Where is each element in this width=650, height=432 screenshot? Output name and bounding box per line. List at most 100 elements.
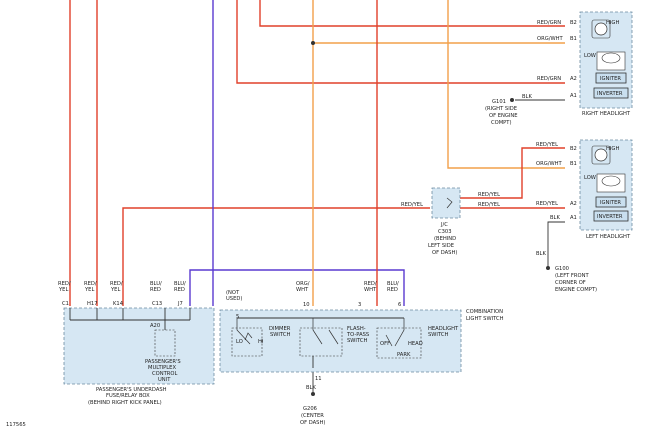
g206-l1: G206 — [303, 406, 317, 412]
g101-l1: G101 — [492, 99, 506, 105]
ground-pin: 11 — [315, 376, 322, 382]
diagram-id: 117565 — [6, 422, 26, 428]
lh-wire-2: ORG/WHT — [536, 161, 562, 167]
cp3: 6 — [398, 302, 401, 308]
cp2: 3 — [358, 302, 361, 308]
cp1: 10 — [303, 302, 310, 308]
rh-pin-a2: A2 — [570, 76, 577, 82]
rh-wire-1: RED/GRN — [537, 20, 561, 26]
fp1: C1 — [62, 301, 69, 307]
combo-caption-2: LIGHT SWITCH — [466, 316, 504, 322]
flash-l2: TO-PASS — [346, 332, 369, 338]
jc-l4: LEFT SIDE — [428, 243, 454, 249]
g101-l4: COMPT) — [491, 120, 512, 126]
rh-pin-b2: B2 — [570, 20, 577, 26]
jc-l5: OF DASH) — [432, 250, 457, 256]
ground-g206-dot — [311, 392, 315, 396]
ground-g101-dot — [510, 98, 514, 102]
fuse-inner-pin: A20 — [150, 323, 160, 329]
wire-blu-red-2 — [189, 269, 405, 306]
lh-pin-b1: B1 — [570, 161, 577, 167]
fp4: C13 — [152, 301, 162, 307]
wire-red-grn-high — [259, 0, 565, 27]
fp3: K14 — [113, 301, 124, 307]
fp5: J7 — [177, 301, 183, 307]
flash-l3: SWITCH — [347, 338, 367, 344]
hl-off: OFF — [380, 341, 390, 347]
fuse-relay-box: A20 PASSENGER'S MULTIPLEX CONTROL UNIT P… — [63, 307, 215, 406]
module-l4: UNIT — [158, 377, 171, 383]
fw5-b: RED — [174, 287, 185, 293]
not-used-2: USED) — [226, 296, 242, 302]
g101-blk-label: BLK — [522, 94, 532, 100]
fw3-a: RED/ — [110, 281, 123, 287]
combination-light-switch: DIMMER SWITCH LO HI FLASH- TO-PASS SWITC… — [219, 309, 504, 373]
g100-l1: G100 — [555, 266, 569, 272]
jc-l2: C303 — [438, 229, 452, 235]
fw1-b: YEL — [58, 287, 68, 293]
wire-red-grn-low — [236, 0, 565, 84]
g101-l2: (RIGHT SIDE — [485, 106, 517, 112]
fuse-caption-1: PASSENGER'S UNDERDASH — [96, 387, 167, 393]
g100-blk-label-2: BLK — [536, 251, 546, 257]
rh-pin-b1: B1 — [570, 36, 577, 42]
jc-l3: (BEHIND — [434, 236, 456, 242]
fw4-b: RED — [150, 287, 161, 293]
cw3-b: RED — [387, 287, 398, 293]
fp2: H17 — [87, 301, 98, 307]
wire-org-wht-l — [447, 0, 565, 169]
not-used-1: (NOT — [226, 290, 240, 296]
lh-low-label: LOW — [584, 175, 596, 181]
wire-red-yel-3 — [122, 207, 430, 306]
g100-blk-label: BLK — [550, 215, 560, 221]
cw2-a: RED/ — [364, 281, 377, 287]
lh-pin-a2: A2 — [570, 201, 577, 207]
wire-red-yel-from-jc — [456, 153, 523, 199]
ground-g100-dot — [546, 266, 550, 270]
hl-head: HEAD — [408, 341, 423, 347]
g100-l3: CORNER OF — [555, 280, 586, 286]
fw2-a: RED/ — [84, 281, 97, 287]
fw3-b: YEL — [110, 287, 120, 293]
rh-low-label: LOW — [584, 53, 596, 59]
low-beam-bulb-icon — [601, 175, 621, 187]
right-headlight: HIGH LOW IGNITER INVERTER RIGHT HEADLIGH… — [537, 11, 633, 117]
g100-l2: (LEFT FRONT — [555, 273, 589, 279]
lh-title: LEFT HEADLIGHT — [586, 234, 631, 240]
lh-wire-1: RED/YEL — [536, 142, 558, 148]
left-headlight: HIGH LOW IGNITER INVERTER LEFT HEADLIGHT… — [536, 139, 633, 240]
fuse-caption-3: (BEHIND RIGHT KICK PANEL) — [88, 400, 162, 406]
g206-l3: OF DASH) — [300, 420, 325, 426]
high-beam-bulb-icon — [594, 148, 608, 162]
fw1-a: RED/ — [58, 281, 71, 287]
flash-l1: FLASH- — [347, 326, 366, 332]
dimmer-lo: LO — [236, 339, 243, 345]
wire-red-yel-high-l — [521, 147, 565, 153]
lh-high-label: HIGH — [606, 146, 619, 152]
combo-caption-1: COMBINATION — [466, 309, 503, 315]
rh-wire-2: ORG/WHT — [537, 36, 563, 42]
lh-pin-b2: B2 — [570, 146, 577, 152]
g101-l3: OF ENGINE — [489, 113, 518, 119]
module-l1: PASSENGER'S — [145, 359, 181, 365]
module-l3: CONTROL — [152, 371, 177, 377]
wire-blk-g100 — [547, 221, 565, 268]
rh-inverter-label: INVERTER — [597, 91, 623, 97]
cw2-b: WHT — [364, 287, 377, 293]
rh-igniter-label: IGNITER — [600, 76, 621, 82]
dimmer-l1: DIMMER — [269, 326, 291, 332]
fw2-b: YEL — [84, 287, 94, 293]
rh-wire-3: RED/GRN — [537, 76, 561, 82]
fuse-caption-2: FUSE/RELAY BOX — [106, 393, 150, 399]
lh-pin-a1: A1 — [570, 215, 577, 221]
rh-high-label: HIGH — [606, 20, 619, 26]
rh-pin-a1: A1 — [570, 93, 577, 99]
jc-l1: J/C — [440, 222, 448, 228]
lh-inverter-label: INVERTER — [597, 214, 623, 220]
fw4-a: BLU/ — [150, 281, 162, 287]
hl-park: PARK — [397, 352, 411, 358]
hl-l2: SWITCH — [428, 332, 448, 338]
jc-wire-in: RED/YEL — [401, 202, 423, 208]
splice-dot — [311, 41, 315, 45]
